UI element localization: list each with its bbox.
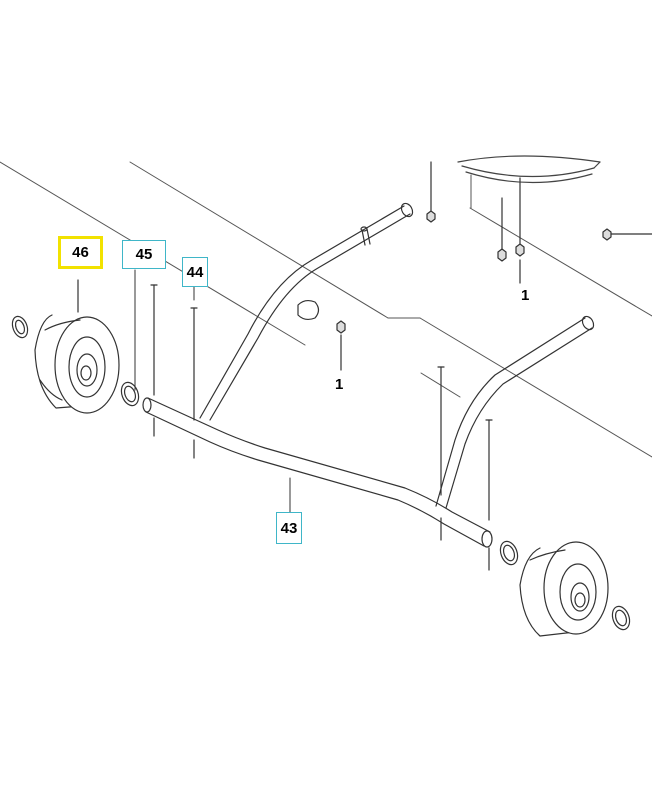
callout-45-label: 45 bbox=[135, 246, 153, 263]
frame-right bbox=[435, 315, 595, 509]
nut-hardware bbox=[336, 161, 652, 371]
wheel-left bbox=[11, 279, 140, 414]
callout-44-label: 44 bbox=[186, 263, 204, 281]
callout-46[interactable]: 46 bbox=[58, 236, 103, 269]
callout-44[interactable]: 44 bbox=[182, 257, 208, 287]
bolts bbox=[150, 284, 493, 571]
nut-label-center: 1 bbox=[335, 376, 344, 393]
leader-lines bbox=[134, 269, 291, 513]
callout-46-label: 46 bbox=[72, 244, 89, 261]
main-tube bbox=[142, 397, 493, 548]
callout-43-label: 43 bbox=[280, 519, 298, 537]
callout-43[interactable]: 43 bbox=[276, 512, 302, 544]
callout-45[interactable]: 45 bbox=[122, 240, 166, 269]
frame-upper bbox=[199, 202, 414, 421]
wheel-right bbox=[499, 540, 631, 637]
engine-base bbox=[457, 155, 601, 184]
nut-label-right: 1 bbox=[521, 287, 530, 304]
reference-lines bbox=[0, 161, 652, 458]
